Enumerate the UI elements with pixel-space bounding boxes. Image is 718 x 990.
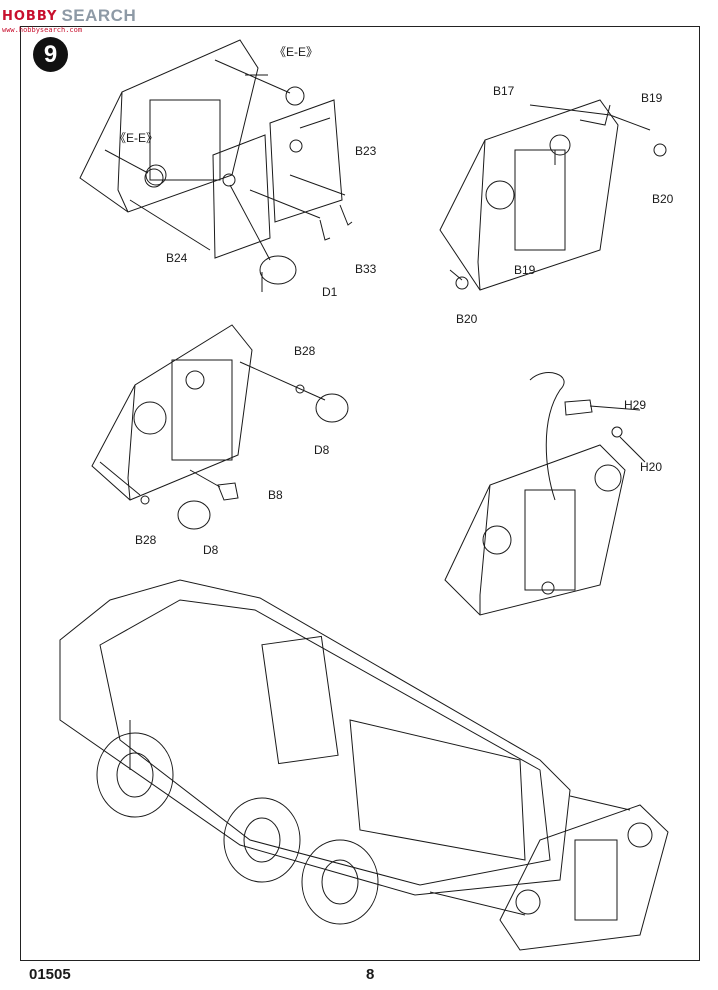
label-b24: B24	[166, 251, 188, 265]
label-b33: B33	[355, 262, 377, 276]
page-frame	[20, 26, 700, 961]
label-d8-top: D8	[314, 443, 330, 457]
label-ee-left: 《E-E》	[114, 131, 159, 145]
page-number: 8	[366, 966, 375, 983]
label-b20-right: B20	[652, 192, 674, 206]
watermark-site-name: SEARCH	[61, 6, 137, 25]
label-b28-top: B28	[294, 344, 316, 358]
label-h20: H20	[640, 460, 663, 474]
label-h29: H29	[624, 398, 647, 412]
vehicle-hull	[59, 579, 669, 951]
watermark-badge: HOBBY	[2, 8, 58, 24]
rear-plate-assembly-3	[91, 324, 349, 530]
label-b8: B8	[268, 488, 283, 502]
catalog-number: 01505	[29, 966, 71, 983]
label-b17: B17	[493, 84, 515, 98]
step-number-badge: 9	[33, 37, 68, 72]
label-d1: D1	[322, 285, 338, 299]
label-d8-bottom: D8	[203, 543, 219, 557]
label-b23: B23	[355, 144, 377, 158]
rear-plate-assembly-2	[439, 99, 667, 291]
label-b19-top: B19	[641, 91, 663, 105]
rear-plate-assembly-4	[444, 372, 646, 616]
rear-plate-assembly-1	[79, 39, 353, 292]
watermark-url: www.hobbysearch.com	[2, 26, 83, 34]
label-b20-bottom: B20	[456, 312, 478, 326]
label-ee-top: 《E-E》	[274, 45, 319, 59]
label-b28-bottom: B28	[135, 533, 157, 547]
watermark-logo: HOBBY SEARCH	[2, 2, 136, 30]
label-b19-mid: B19	[514, 263, 536, 277]
